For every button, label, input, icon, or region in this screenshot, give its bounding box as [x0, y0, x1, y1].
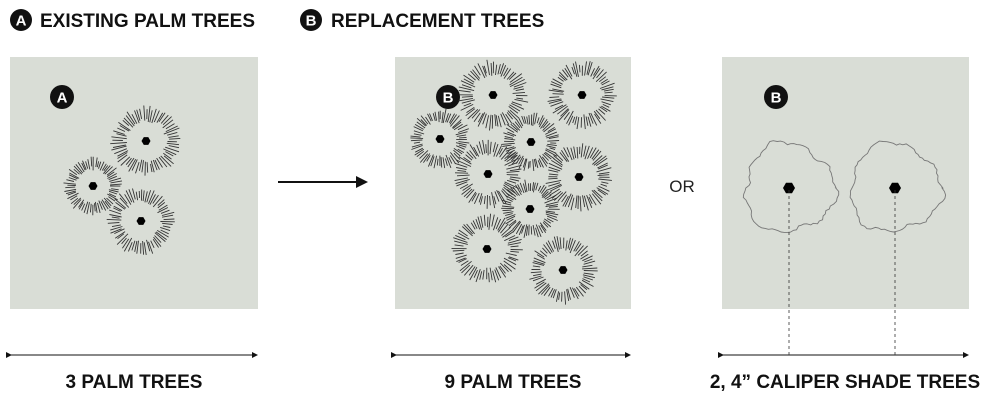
caption-replacement-palms: 9 PALM TREES: [445, 372, 582, 393]
shade-trees: [742, 140, 947, 233]
panel-c-badge: B: [764, 85, 788, 109]
palm-tree-b-9-trunk: [558, 266, 568, 274]
legend-a-badge: [10, 9, 32, 31]
palm-tree-a-3-fronds: [106, 188, 175, 255]
palm-tree-b-8-trunk: [482, 245, 492, 253]
caption-existing: 3 PALM TREES: [66, 372, 203, 393]
panel-b-badge-letter: B: [443, 90, 454, 107]
panel-c-badge-circle: [764, 85, 788, 109]
palm-tree-b-3-fronds: [410, 108, 470, 169]
shade-tree-2: [849, 140, 947, 233]
palm-tree-b-1-fronds: [458, 59, 529, 131]
palm-tree-b-4-fronds: [501, 112, 560, 171]
palm-tree-b-6-trunk: [574, 173, 584, 181]
shade-tree-2-canopy: [849, 140, 947, 233]
palm-tree-a-1: [110, 105, 181, 176]
palm-tree-b-2: [547, 61, 617, 130]
panel-replacement-palms: [395, 57, 631, 309]
palm-tree-a-3: [106, 188, 175, 255]
legend-a-letter: A: [16, 13, 27, 30]
panel-a-badge-circle: [50, 85, 74, 109]
palm-tree-b-9-fronds: [529, 236, 598, 305]
shade-tree-2-trunk: [889, 182, 901, 194]
palm-tree-b-4-trunk: [526, 138, 536, 146]
dimension-line-c: [718, 190, 969, 358]
palm-tree-b-8: [451, 213, 523, 283]
panel-c-badge-letter: B: [771, 90, 782, 107]
panel-existing: [10, 57, 258, 309]
palm-tree-b-9: [529, 236, 598, 305]
palm-tree-a-2: [63, 156, 123, 216]
palm-tree-b-7-trunk: [525, 205, 535, 213]
palm-tree-b-4: [501, 112, 560, 171]
palm-tree-b-8-fronds: [451, 213, 523, 283]
panel-a-badge-letter: A: [57, 90, 68, 107]
shade-tree-1: [742, 140, 840, 233]
legend-b-label: REPLACEMENT TREES: [331, 11, 544, 32]
panel-a-badge: A: [50, 85, 74, 109]
shade-tree-1-canopy: [742, 140, 840, 233]
palm-tree-a-2-fronds: [63, 156, 123, 216]
palm-tree-a-1-fronds: [110, 105, 181, 176]
palm-tree-b-6: [545, 143, 612, 212]
palm-tree-b-7: [501, 179, 560, 238]
palm-tree-b-1: [458, 59, 529, 131]
palm-tree-b-6-fronds: [545, 143, 612, 212]
shade-tree-1-trunk: [783, 182, 795, 194]
palm-tree-b-1-trunk: [488, 91, 498, 99]
palm-tree-b-7-fronds: [501, 179, 560, 238]
replacement-palm-trees: [410, 59, 617, 305]
palm-tree-b-3-trunk: [435, 135, 445, 143]
palm-tree-b-2-trunk: [577, 91, 587, 99]
panel-b-badge: B: [436, 85, 460, 109]
legend-b-letter: B: [306, 13, 317, 30]
panel-replacement-shade: [722, 57, 969, 309]
palm-tree-b-5-trunk: [483, 170, 493, 178]
legend-b-badge: [300, 9, 322, 31]
legend-a-label: EXISTING PALM TREES: [40, 11, 255, 32]
palm-tree-a-2-trunk: [88, 182, 98, 190]
palm-tree-b-3: [410, 108, 470, 169]
legend-b: B REPLACEMENT TREES: [300, 9, 544, 32]
palm-tree-a-3-trunk: [136, 217, 146, 225]
or-label: OR: [669, 177, 695, 196]
legend-a: A EXISTING PALM TREES: [10, 9, 255, 32]
palm-tree-b-5: [454, 139, 522, 209]
caption-replacement-shade: 2, 4” CALIPER SHADE TREES: [710, 372, 980, 393]
palm-tree-b-5-fronds: [454, 139, 522, 209]
palm-tree-b-2-fronds: [547, 61, 617, 130]
existing-palm-trees: [63, 105, 181, 255]
palm-tree-a-1-trunk: [141, 137, 151, 145]
panel-b-badge-circle: [436, 85, 460, 109]
